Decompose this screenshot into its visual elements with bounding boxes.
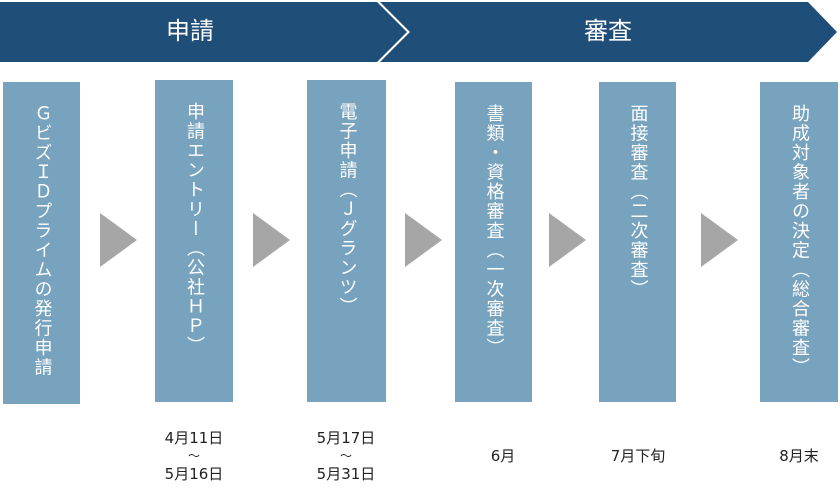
step-entry: 申請エントリー（公社ＨＰ）: [155, 80, 233, 402]
phase-banner: [0, 2, 837, 62]
step-document-review: 書類・資格審査（一次審査）: [455, 82, 532, 402]
step-label: 面接審査（二次審査）: [627, 104, 649, 299]
phase-review-chevron: [380, 2, 837, 62]
arrow-right-icon: [253, 213, 290, 267]
date-interview: 7月下旬: [610, 447, 666, 465]
date-start: 5月17日: [316, 429, 376, 447]
date-separator: ～: [339, 449, 352, 463]
step-label: 助成対象者の決定（総合審査）: [789, 104, 810, 377]
step-label: 電子申請（Ｊグランツ）: [336, 102, 358, 317]
step-label: 書類・資格審査（一次審査）: [483, 104, 505, 358]
step-label: ＧビズＩＤプライムの発行申請: [31, 104, 53, 377]
phase-review-label: 審査: [584, 17, 632, 45]
step-gbiz-id: ＧビズＩＤプライムの発行申請: [3, 82, 80, 404]
phase-application-chevron: [0, 2, 407, 62]
arrow-right-icon: [100, 213, 137, 267]
step-e-application: 電子申請（Ｊグランツ）: [307, 80, 386, 402]
date-end: 5月16日: [164, 465, 224, 483]
date-decision: 8月末: [779, 447, 819, 465]
step-label: 申請エントリー（公社ＨＰ）: [184, 102, 205, 356]
step-decision: 助成対象者の決定（総合審査）: [760, 82, 838, 402]
phase-application-label: 申請: [166, 17, 214, 45]
step-interview: 面接審査（二次審査）: [599, 82, 676, 402]
date-start: 4月11日: [164, 429, 224, 447]
date-entry: 4月11日 ～ 5月16日: [134, 428, 254, 484]
arrow-right-icon: [701, 213, 738, 267]
arrow-right-icon: [549, 213, 586, 267]
date-document-review: 6月: [490, 447, 516, 465]
arrow-right-icon: [405, 213, 442, 267]
date-e-application: 5月17日 ～ 5月31日: [286, 428, 406, 484]
date-end: 5月31日: [316, 465, 376, 483]
date-separator: ～: [187, 449, 200, 463]
